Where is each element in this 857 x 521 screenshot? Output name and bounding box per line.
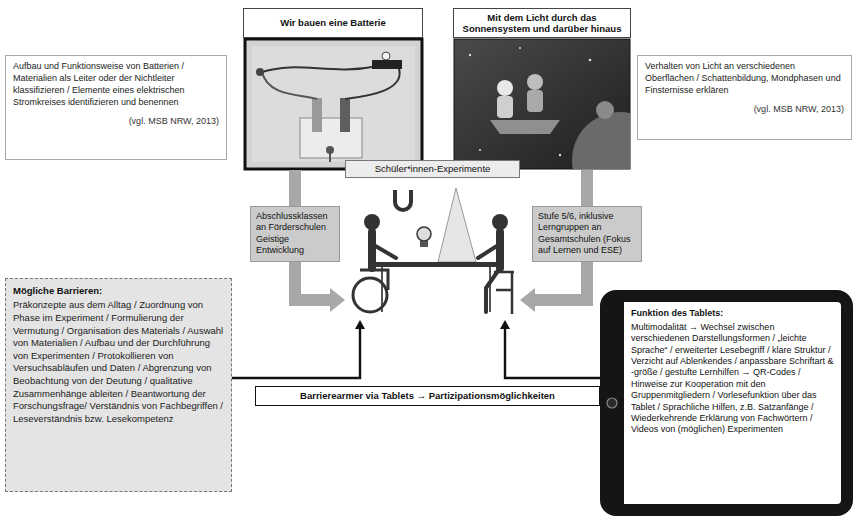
illustration-part: [596, 101, 614, 119]
topic-panel: Wir bauen eine Batterie: [243, 8, 423, 170]
connector-line: [505, 327, 600, 378]
illustration-part: [497, 96, 513, 118]
tablet-box: Funktion des Tablets: Multimodalität → We…: [600, 290, 853, 516]
battery-photo: [245, 39, 422, 169]
illustration-part: [496, 232, 504, 268]
illustration-part: [345, 66, 400, 99]
illustration-part: [478, 244, 500, 258]
connector-arrow: [500, 320, 600, 378]
illustration-part: [494, 272, 514, 314]
curriculum-text: Aufbau und Funktionsweise von Batterien …: [13, 61, 219, 109]
curriculum-box: Verhalten von Licht an verschiedenen Obe…: [637, 55, 852, 140]
illustration-part: [340, 98, 350, 132]
topic-title: Mit dem Licht durch das Sonnensystem und…: [453, 8, 631, 38]
curriculum-text: Verhalten von Licht an verschiedenen Obe…: [645, 61, 844, 97]
box-heading: Funktion des Tablets:: [631, 308, 834, 320]
wide-arrow: [520, 262, 587, 312]
experiment-illustration: [353, 188, 514, 314]
illustration-part: [420, 241, 428, 247]
illustration-part: [353, 278, 387, 312]
connector-line: [232, 327, 360, 378]
tablet-functions: Multimodalität → Wechsel zwischen versch…: [631, 322, 834, 436]
illustration-part: [572, 112, 630, 169]
connector-line: [532, 262, 587, 300]
tablet-home-button: [604, 395, 620, 411]
barrier-list: Präkonzepte aus dem Alltag / Zuordnung v…: [13, 299, 224, 425]
illustration-part: [382, 52, 390, 60]
space-image: [454, 39, 668, 208]
illustration-part: [360, 270, 388, 290]
illustration-part: [519, 47, 521, 49]
illustration-part: [607, 398, 617, 408]
arrow-head: [500, 320, 510, 329]
illustration-part: [527, 74, 543, 90]
experiment-scene: Schüler*innen-Experimente: [345, 160, 520, 320]
illustration-part: [256, 68, 264, 76]
connector-line: [581, 170, 593, 206]
illustration-part: [245, 39, 422, 169]
scene-title: Schüler*innen-Experimente: [345, 160, 520, 178]
illustration-part: [372, 244, 396, 258]
illustration-part: [262, 66, 378, 72]
target-group-text: Abschlussklassen an Förderschulen Geisti…: [256, 211, 334, 257]
citation: (vgl. MSB NRW, 2013): [13, 116, 219, 128]
illustration-part: [372, 262, 500, 267]
wide-arrow: [295, 262, 345, 312]
citation: (vgl. MSB NRW, 2013): [645, 104, 844, 116]
illustration-part: [364, 214, 380, 230]
curriculum-box: Aufbau und Funktionsweise von Batterien …: [5, 55, 227, 160]
participation-bar: Barrierearmer via Tablets → Partizipatio…: [255, 386, 600, 406]
illustration-part: [490, 120, 560, 134]
illustration-part: [417, 227, 431, 241]
box-heading: Mögliche Barrieren:: [13, 285, 224, 297]
target-group-box: Stufe 5/6, inklusive Lerngruppen an Gesa…: [532, 206, 642, 262]
illustration-part: [469, 54, 471, 56]
illustration-part: [479, 149, 481, 151]
illustration-part: [559, 154, 561, 156]
connector-line: [295, 262, 333, 300]
illustration-part: [438, 188, 476, 262]
target-group-text: Stufe 5/6, inklusive Lerngruppen an Gesa…: [538, 211, 636, 257]
illustration-part: [382, 267, 490, 312]
wide-arrow: [295, 170, 296, 206]
topic-title: Wir bauen eine Batterie: [243, 8, 423, 38]
illustration-part: [372, 60, 402, 69]
illustration-part: [252, 46, 415, 162]
illustration-part: [469, 47, 630, 169]
illustration-part: [527, 90, 543, 112]
illustration-part: [312, 98, 322, 132]
illustration-part: [262, 72, 317, 99]
barrier-box: Mögliche Barrieren: Präkonzepte aus dem A…: [5, 278, 232, 492]
illustration-part: [589, 59, 592, 62]
topic-panel: Mit dem Licht durch das Sonnensystem und…: [453, 8, 631, 170]
connector-line: [289, 170, 301, 206]
wide-arrow: [587, 170, 588, 206]
illustration-part: [492, 214, 508, 230]
bar-text: Barrierearmer via Tablets → Partizipatio…: [264, 390, 591, 402]
illustration-part: [368, 232, 376, 268]
arrow-head: [355, 320, 365, 329]
illustration-part: [497, 80, 513, 96]
arrow-head: [520, 288, 535, 312]
illustration-part: [395, 190, 411, 210]
target-group-box: Abschlussklassen an Förderschulen Geisti…: [250, 206, 340, 262]
connector-arrow: [232, 320, 365, 378]
illustration-part: [329, 150, 331, 162]
arrow-head: [330, 288, 345, 312]
